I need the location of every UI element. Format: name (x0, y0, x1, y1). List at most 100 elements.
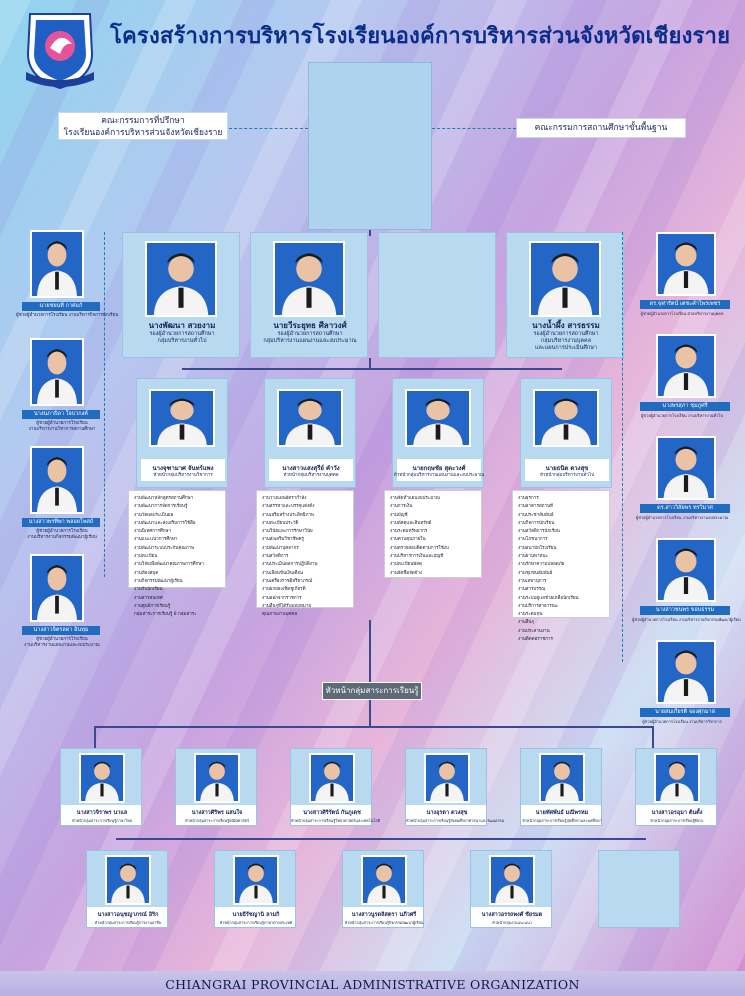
duty-item: งานการเงิน (390, 504, 413, 510)
deputy-photo (529, 241, 601, 317)
duty-items: งานพัฒนาหลักสูตรสถานศึกษางานพัฒนาการจัดก… (134, 495, 220, 619)
deputy-name: นางพัฒนา สวยงาม (148, 321, 216, 330)
advisory-left-line2: โรงเรียนองค์การบริหารส่วนจังหวัดเชียงราย (63, 128, 223, 138)
staff-position: ผู้ช่วยผู้อำนวยการโรงเรียน งานบริหารกิจก… (16, 313, 119, 318)
subject-head-card: นางสาวอรรถพงศ์ ชัยรมตหัวหน้ากลุ่มงานแนะแ… (470, 850, 552, 928)
group-head-role: หัวหน้ากลุ่มบริหารงานวิชาการ (153, 473, 213, 478)
staff-position: ผู้ช่วยผู้อำนวยการโรงเรียน (36, 637, 88, 642)
right-staff-column: ดร.จุฬารัตน์ เตชะคำไพรเพชรผู้ช่วยผู้อำนว… (632, 226, 741, 746)
duty-item: งานวัดผลประเมินผล (134, 512, 174, 518)
subject-head-card: นางสาวนูรดลิสตรา นภีวศรีหัวหน้ากลุ่มสาระ… (342, 850, 424, 928)
subject-head-photo (79, 753, 125, 803)
name-plate (141, 459, 225, 481)
name-plate (176, 805, 256, 825)
subject-head-name: นางสาวศิริรัตน์ กันภูเดช (303, 810, 361, 816)
duty-item: งานเลื่อนขั้นเงินเดือน (262, 570, 304, 576)
staff-name: นางสาวชนพร ขอบธรรม (640, 606, 730, 615)
dash-left (229, 128, 308, 129)
group-head-name: นายธนิต ดวงสุข (545, 465, 589, 472)
subject-head-name: นางสาวอรอุมา ต้นตั้ง (651, 810, 703, 816)
connector (369, 700, 371, 726)
duty-item: งานกิจการนักเรียน (518, 520, 555, 526)
duty-item: งานรับนักเรียน (134, 587, 163, 593)
group-head-photo (149, 389, 215, 447)
duty-item: งานยกย่องเชิดชูเกียรติ (262, 587, 306, 593)
duty-item: งานส่งเสริมวิชาชีพครู (262, 537, 304, 543)
staff-position: งานบริหารงานแผนงานและงบประมาณ (24, 643, 100, 648)
page-title: โครงสร้างการบริหารโรงเรียนองค์การบริหารส… (110, 23, 731, 49)
connector (369, 358, 371, 368)
deputy-position: และแผนการประเมินศึกษา (535, 345, 597, 351)
duty-item: งานศูนย์การเรียนรู้ (134, 603, 171, 609)
subject-head-photo (654, 753, 700, 803)
name-plate (215, 907, 295, 927)
subject-head-photo (489, 855, 535, 905)
staff-name: นายสมเกียรติ จองศุกมาส (640, 708, 730, 717)
staff-position: งานบริหารงานกิจกรรมพัฒนาผู้เรียน (27, 535, 97, 540)
subject-head-role: หัวหน้ากลุ่มสาระการเรียนรู้การงานอาชีพ (94, 920, 162, 925)
deputy-card: นางพัฒนา สวยงามรองผู้อำนวยการสถานศึกษากล… (122, 232, 240, 358)
dash-left-vertical (104, 232, 105, 577)
deputy-position: กลุ่มบริหารงานแผนงานและงบประมาณ (263, 338, 357, 344)
connector (116, 838, 646, 840)
staff-photo (30, 446, 84, 514)
duty-items: งานวางแผนอัตรากำลังงานสรรหาและบรรจุแต่งต… (262, 495, 348, 619)
duty-item: งานควบคุมภายใน (390, 537, 426, 543)
deputy-position: รองผู้อำนวยการสถานศึกษา (277, 331, 343, 337)
deputy-position: กลุ่มบริหารงานบุคคล (540, 338, 592, 344)
duty-item: งานบริหารการเงินและบัญชี (390, 554, 444, 560)
duty-item: งานสารบรรณ (518, 587, 546, 593)
duty-item: งานพัสดุและสินทรัพย์ (390, 520, 432, 526)
duty-item: งานประสานงาน (518, 628, 550, 634)
duty-item: งานชุมชนสัมพันธ์ (518, 570, 553, 576)
deputy-position: กลุ่มบริหารงานทั่วไป (157, 338, 207, 344)
duties-row: งานพัฒนาหลักสูตรสถานศึกษางานพัฒนาการจัดก… (126, 490, 626, 642)
subject-head-card: นางสาวอนุชญาภรณ์ อิริกหัวหน้ากลุ่มสาระกา… (86, 850, 168, 928)
group-head-role: หัวหน้ากลุ่มบริหารงานทั่วไป (539, 473, 595, 478)
duty-item: งานสวัสดิการนักเรียน (518, 529, 560, 535)
deputy-name: นางน้ำผึ้ง สารธรรม (532, 321, 600, 330)
connector (94, 726, 654, 728)
footer-banner: CHIANGRAI PROVINCIAL ADMINISTRATIVE ORGA… (0, 971, 745, 996)
group-head-card: นายธนิต ดวงสุขหัวหน้ากลุ่มบริหารงานทั่วไ… (520, 378, 612, 488)
subject-heads-label: หัวหน้ากลุ่มสาระการเรียนรู้ (322, 682, 422, 700)
subject-head-photo (309, 753, 355, 803)
staff-name: นางสาวจิตรลดา อินทุม (22, 626, 100, 635)
subject-head-role: หัวหน้ากลุ่มสาระการเรียนรู้ภาษาไทย (71, 818, 133, 823)
connector (369, 230, 371, 236)
deputy-card: นายวีระยุทธ ศีลาวงศ์รองผู้อำนวยการสถานศึ… (250, 232, 368, 358)
duty-item: งานจัดซื้อจัดจ้าง (390, 570, 423, 576)
duty-item: งานบริการสาธารณะ (518, 603, 559, 609)
group-head-name: นางสาวแสงสุรีย์ คำวัง (282, 465, 340, 472)
subject-head-card: นางสาวจิราพร นาแลหัวหน้ากลุ่มสาระการเรีย… (60, 748, 142, 826)
subject-head-photo (233, 855, 279, 905)
duty-item: งานติดต่อราชการ (518, 637, 553, 643)
duty-item: งานธุรการ (518, 496, 539, 501)
deputy-card (378, 232, 496, 358)
staff-position: ผู้ช่วยผู้อำนวยการโรงเรียน (36, 421, 88, 426)
duty-item: งานรักษาความปลอดภัย (518, 562, 565, 568)
duty-list: งานจัดทำแผนงบประมาณงานการเงินงานบัญชีงาน… (384, 490, 482, 578)
duty-item: งานจัดทำแผนงบประมาณ (390, 496, 440, 501)
duty-item: งานระบบดูแลช่วยเหลือนักเรียน (518, 595, 579, 601)
deputy-name: นายวีระยุทธ ศีลาวงศ์ (273, 321, 347, 330)
subject-head-name: นางอุรดา ดวงสุข (426, 810, 468, 816)
duty-item: งานสารสนเทศ (134, 595, 163, 601)
duty-item: คุณภาพงานบุคคล (262, 612, 298, 618)
staff-photo (30, 338, 84, 406)
duty-item: งานระดมทรัพยากร (390, 529, 428, 535)
duty-item: งานสวัสดิการ (262, 554, 289, 560)
duty-item: งานวางแผนอัตรากำลัง (262, 496, 307, 501)
staff-name: ดร.จุฬารัตน์ เตชะคำไพรเพชร (640, 300, 730, 309)
staff-position: ผู้ช่วยผู้อำนวยการโรงเรียน (36, 529, 88, 534)
subject-head-card: นางสาวศิริพร แสนใจหัวหน้ากลุ่มสาระการเรี… (175, 748, 257, 826)
duty-item: งานเครื่องราชอิสริยาภรณ์ (262, 578, 313, 584)
subject-head-role: หัวหน้ากลุ่มสาระการเรียนรู้สังคมศึกษาศาส… (406, 818, 505, 823)
connector (369, 620, 371, 682)
deputy-position: รองผู้อำนวยการสถานศึกษา (149, 331, 215, 337)
name-plate (471, 907, 551, 927)
group-head-photo (405, 389, 471, 447)
subject-head-role: หัวหน้ากลุ่มงานแนะแนว (492, 920, 532, 925)
staff-position: ผู้ช่วยผู้อำนวยการโรงเรียน งานบริหารงานก… (632, 617, 741, 622)
